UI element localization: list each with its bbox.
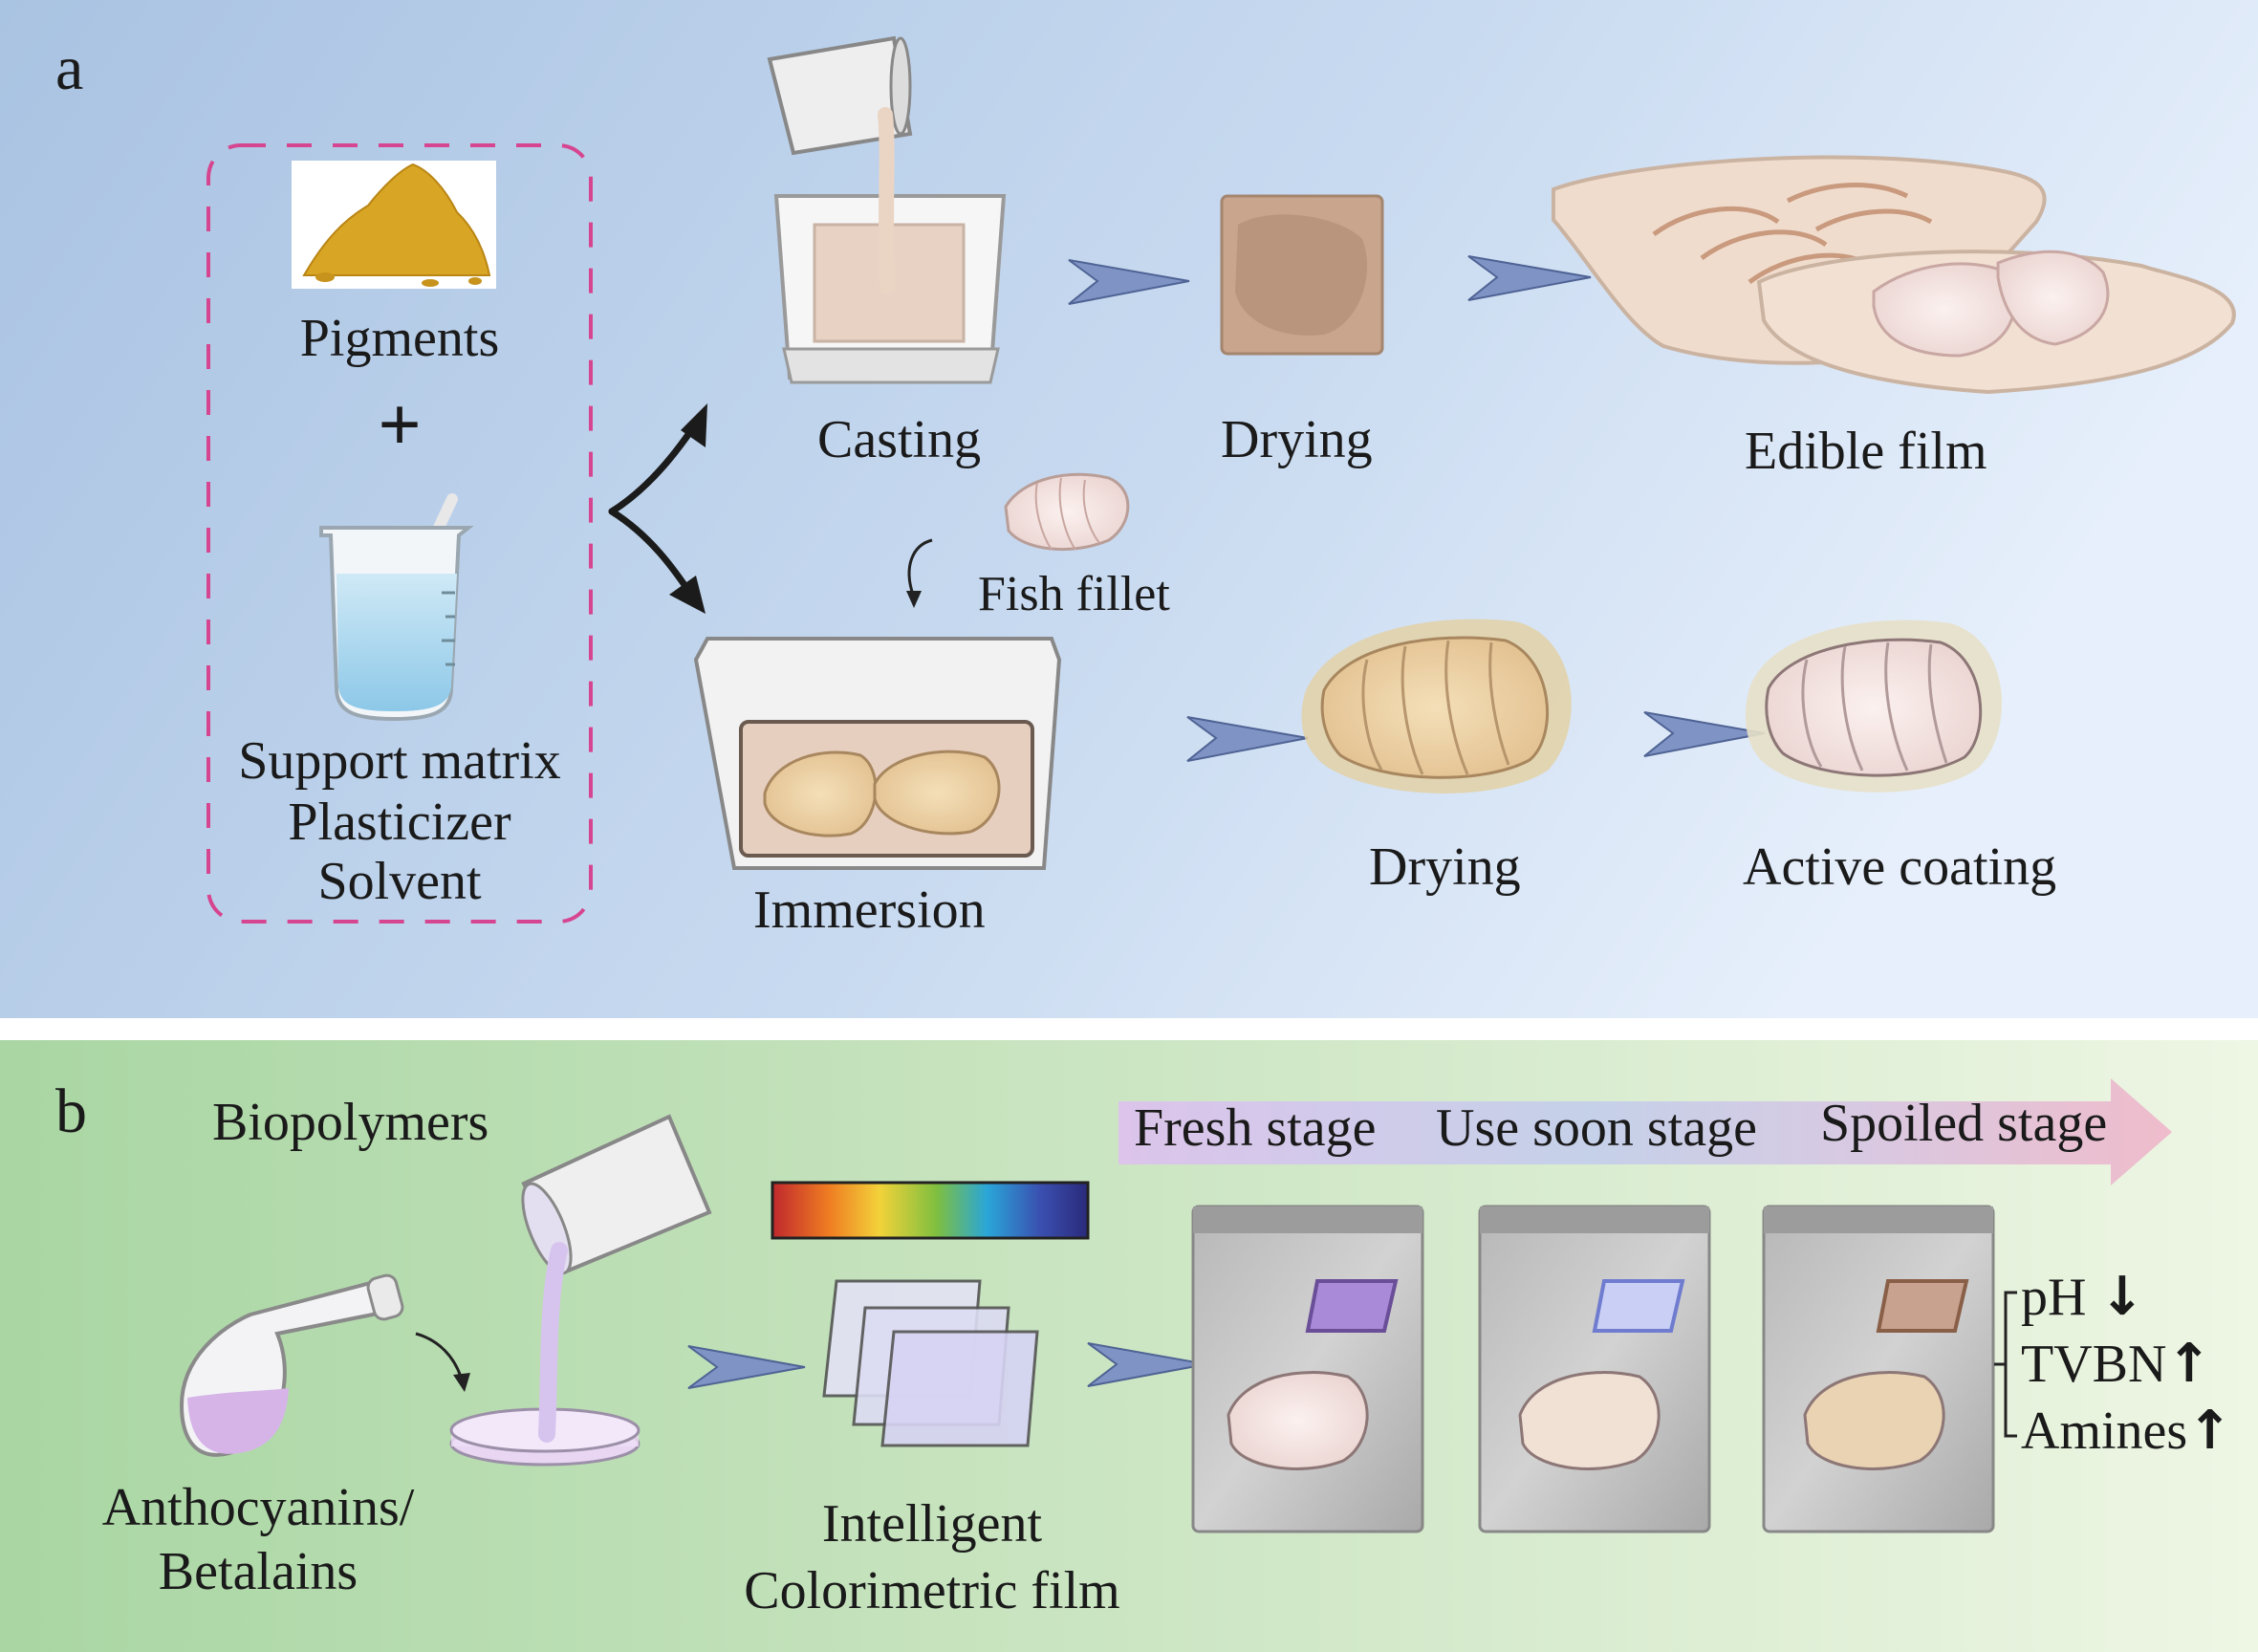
anthocyanins-label: Anthocyanins/ [101, 1478, 415, 1537]
process-arrow-3 [1186, 716, 1309, 762]
indicator-amines-arrow: ↑ [2187, 1400, 2233, 1462]
bag-spoiled [1762, 1205, 1995, 1533]
casting-label: Casting [817, 410, 982, 469]
betalains-label: Betalains [158, 1542, 358, 1601]
process-arrow-2 [1467, 255, 1592, 301]
curved-arrow-head [906, 591, 922, 608]
support-matrix-label: Support matrix [238, 731, 561, 791]
active-coated-fish-icon [1745, 620, 2002, 793]
bag-use-soon [1478, 1205, 1711, 1533]
colorimetric-film-label: Colorimetric film [744, 1561, 1120, 1620]
indicator-amines: Amines↑ [2021, 1400, 2233, 1462]
immersion-label: Immersion [753, 880, 986, 940]
pouring-cup-icon [767, 35, 913, 294]
pouring-cup-b-icon [521, 1114, 712, 1443]
biopolymers-label: Biopolymers [212, 1093, 489, 1152]
dried-film-icon [1220, 194, 1384, 356]
color-spectrum-bar [771, 1181, 1090, 1240]
indicator-ph: pH ↓ [2021, 1266, 2145, 1328]
arrow-head-down [669, 576, 706, 614]
drying-bottom-label: Drying [1369, 837, 1521, 897]
edible-film-label: Edible film [1745, 422, 1987, 481]
stage-use-soon-label: Use soon stage [1436, 1098, 1757, 1158]
indicator-tvbn: TVBN↑ [2021, 1333, 2212, 1395]
intelligent-label: Intelligent [821, 1494, 1043, 1554]
stage-progress-arrow [1118, 1078, 2172, 1185]
panel-b-letter: b [55, 1076, 87, 1146]
plasticizer-label: Plasticizer [288, 793, 511, 852]
indicator-ph-label: pH [2021, 1268, 2087, 1327]
stage-spoiled-label: Spoiled stage [1820, 1094, 2108, 1153]
flask-icon [179, 1273, 404, 1457]
indicator-fresh [1305, 1279, 1399, 1333]
arrow-head-up [681, 403, 707, 447]
indicator-bracket [1994, 1291, 2017, 1438]
pigment-pile-icon [292, 161, 496, 289]
indicator-amines-label: Amines [2021, 1402, 2188, 1461]
immersion-container-icon [693, 637, 1062, 870]
ingredients-box [206, 143, 593, 924]
process-arrows-a [1068, 255, 1766, 762]
indicator-spoiled [1876, 1279, 1969, 1333]
stage-fresh-label: Fresh stage [1134, 1098, 1377, 1158]
solvent-label: Solvent [317, 852, 482, 911]
pigments-label: Pigments [299, 309, 500, 368]
indicator-tvbn-label: TVBN [2021, 1335, 2167, 1394]
petri-dish-icon [449, 1407, 640, 1467]
process-arrow-1 [1068, 259, 1190, 305]
process-arrows-b [687, 1342, 1207, 1389]
panel-a-letter: a [55, 33, 84, 103]
drying-top-label: Drying [1221, 410, 1373, 469]
packaging-trays-icon [1552, 155, 2236, 395]
active-coating-label: Active coating [1743, 837, 2057, 897]
fish-fillet-label: Fish fillet [978, 567, 1170, 621]
flask-arrow [415, 1332, 463, 1378]
fish-fillet-icon [1004, 472, 1130, 552]
process-arrow-6 [1087, 1342, 1207, 1387]
process-arrow-4 [1643, 711, 1766, 757]
stacked-films-icon [822, 1279, 1039, 1447]
indicator-tvbn-arrow: ↑ [2166, 1333, 2212, 1395]
bag-fresh [1191, 1205, 1424, 1533]
flask-arrow-head [453, 1373, 470, 1392]
dried-fish-icon [1301, 619, 1572, 793]
curved-arrow [907, 538, 933, 596]
indicator-ph-arrow: ↓ [2099, 1266, 2145, 1328]
beaker-icon [319, 493, 474, 722]
plus-sign: + [378, 383, 422, 467]
process-arrow-5 [687, 1345, 806, 1389]
indicator-use-soon [1592, 1279, 1685, 1333]
